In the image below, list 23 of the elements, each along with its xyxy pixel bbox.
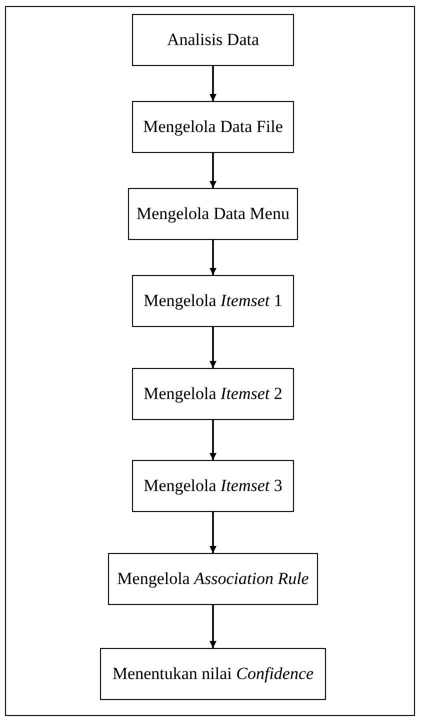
step-label: Mengelola Data File [143,117,283,137]
arrow [210,605,216,648]
step-label: Mengelola Itemset 2 [144,384,282,404]
process-box [132,368,294,420]
process-box [132,101,294,153]
arrow [210,512,216,553]
process-box [100,648,326,700]
process-box [128,188,298,240]
step-label: Analisis Data [166,30,260,50]
arrow [210,327,216,368]
step-label: Mengelola Itemset 1 [144,291,282,311]
process-box [108,553,318,605]
process-box [132,460,294,512]
step-label: Menentukan nilai Confidence [112,664,314,684]
step-label: Mengelola Itemset 3 [144,476,282,496]
step-label: Mengelola Association Rule [117,569,309,589]
process-box [132,14,294,66]
arrow [210,420,216,460]
arrow [210,153,216,188]
arrow [210,66,216,101]
step-label: Mengelola Data Menu [136,204,290,224]
process-box [132,275,294,327]
arrow [210,240,216,275]
